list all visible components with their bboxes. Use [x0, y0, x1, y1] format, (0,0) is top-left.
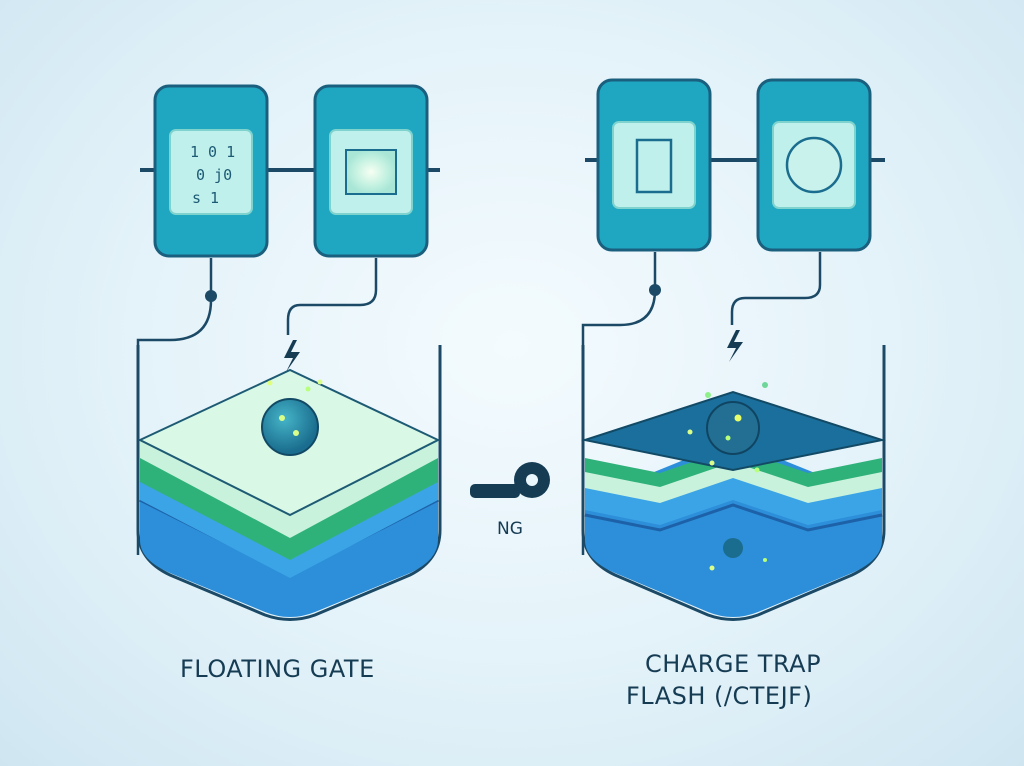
electron-sparkle: [305, 386, 311, 392]
chip-bits-row-2: 0 j0: [196, 166, 232, 184]
electron-ball: [723, 538, 743, 558]
junction-dot: [649, 284, 661, 296]
key-icon: [470, 462, 550, 498]
electron-sparkle: [734, 414, 742, 422]
charge-trap-label-line-2: FLASH (/CTEJF): [626, 682, 813, 710]
charge-trap-label-line-1: CHARGE TRAP: [645, 650, 822, 678]
chip-bits-row-1: 1 0 1: [190, 143, 235, 161]
electron-sparkle: [267, 380, 273, 386]
electron-sparkle: [763, 558, 767, 562]
electron-sparkle: [317, 379, 323, 385]
junction-dot: [205, 290, 217, 302]
electron-sparkle: [687, 429, 693, 435]
chip-icon: [313, 84, 429, 258]
electron-sparkle: [725, 435, 731, 441]
electron-sparkle: [709, 565, 715, 571]
wire: [136, 258, 213, 555]
electron-sparkle: [279, 415, 285, 421]
electron-sparkle: [293, 430, 299, 436]
floating-gate-group: 1 0 1 0 j0 s 1: [136, 84, 442, 621]
electron-ball: [261, 398, 319, 456]
charge-trap-group: [581, 78, 886, 621]
chip-icon: 1 0 1 0 j0 s 1: [153, 84, 269, 258]
layer-light-green: [585, 460, 882, 503]
electron-sparkle: [709, 460, 715, 466]
chip-icon: [756, 78, 872, 252]
chip-icon: [596, 78, 712, 252]
layer-green: [585, 448, 882, 487]
chip-bits-row-3: s 1: [192, 189, 219, 207]
key-label: NG: [497, 519, 523, 539]
electron-sparkle: [705, 392, 711, 398]
electron-ball: [706, 401, 760, 455]
layer-blue-stripe: [584, 503, 883, 532]
wire: [286, 258, 378, 335]
floating-gate-label: FLOATING GATE: [180, 655, 375, 683]
lightning-icon: [284, 340, 300, 372]
electron-sparkle: [762, 382, 768, 388]
layer-blue: [585, 475, 882, 525]
electron-sparkle: [754, 467, 760, 473]
wire: [730, 252, 822, 325]
lightning-icon: [727, 330, 743, 362]
